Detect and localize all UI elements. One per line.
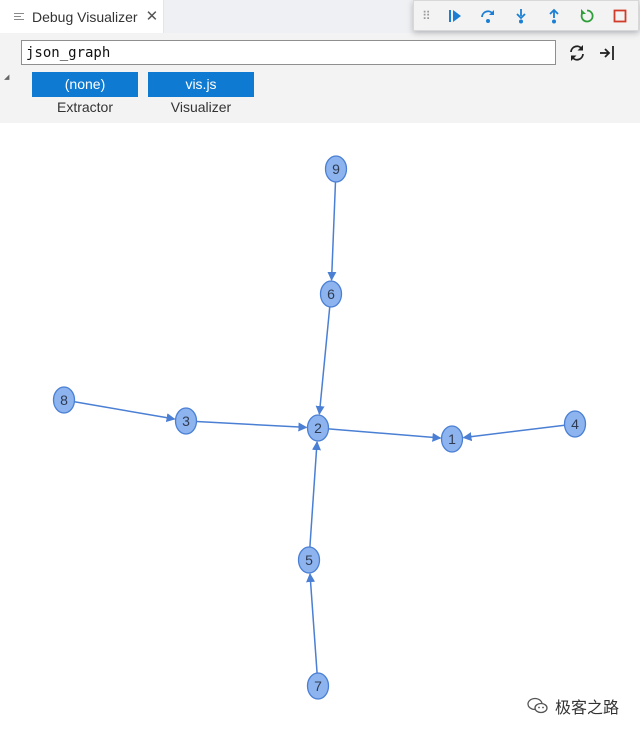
visualizer-selector: vis.js Visualizer: [148, 72, 254, 115]
debug-toolbar: ⠿: [413, 0, 639, 31]
stop-button[interactable]: [603, 2, 636, 30]
tab-debug-visualizer[interactable]: Debug Visualizer ✕: [0, 0, 164, 33]
collapse-triangle-icon[interactable]: ◢: [4, 74, 10, 81]
graph-canvas[interactable]: 9 6 2 8 3 1 4 5 7: [0, 123, 640, 734]
refresh-button[interactable]: [565, 42, 589, 64]
node-shape[interactable]: [306, 672, 330, 700]
watermark: 极客之路: [527, 694, 619, 718]
edge-6-to-2[interactable]: [315, 306, 331, 415]
node-label: 6: [327, 286, 335, 302]
graph-node-7[interactable]: 7: [306, 672, 330, 700]
graph-node-2[interactable]: 2: [306, 414, 330, 442]
edge-7-to-5[interactable]: [306, 573, 318, 674]
open-in-panel-button[interactable]: [595, 42, 619, 64]
edge-2-to-1[interactable]: [328, 428, 442, 442]
extractor-label: Extractor: [56, 99, 113, 115]
edge-9-to-6[interactable]: [327, 181, 337, 281]
visualizer-button[interactable]: vis.js: [148, 72, 254, 97]
node-label: 2: [314, 420, 322, 436]
step-over-button[interactable]: [471, 2, 504, 30]
step-out-button[interactable]: [537, 2, 570, 30]
restart-button[interactable]: [570, 2, 603, 30]
node-shape[interactable]: [306, 414, 330, 442]
graph-node-1[interactable]: 1: [440, 425, 464, 453]
sign-in-icon: [600, 46, 614, 60]
edge-5-to-2[interactable]: [309, 441, 321, 548]
graph-node-5[interactable]: 5: [297, 546, 321, 574]
visualizer-label: Visualizer: [170, 99, 232, 115]
tab-title: Debug Visualizer: [32, 8, 138, 25]
continue-button[interactable]: [438, 2, 471, 30]
step-into-button[interactable]: [504, 2, 537, 30]
graph-node-8[interactable]: 8: [52, 386, 76, 414]
node-shape[interactable]: [324, 155, 348, 183]
drag-handle-icon[interactable]: ⠿: [422, 8, 432, 23]
extractor-button[interactable]: (none): [32, 72, 138, 97]
node-label: 7: [314, 678, 322, 694]
graph-svg[interactable]: 9 6 2 8 3 1 4 5 7: [0, 123, 640, 734]
edge-3-to-2[interactable]: [196, 420, 308, 432]
node-label: 4: [571, 416, 579, 432]
refresh-icon: [570, 45, 584, 61]
close-icon[interactable]: ✕: [145, 8, 159, 25]
node-label: 8: [60, 392, 68, 408]
watermark-text: 极客之路: [555, 700, 620, 717]
stop-icon: [613, 9, 626, 22]
wechat-icon: [527, 697, 548, 714]
edge-8-to-3[interactable]: [74, 401, 176, 423]
graph-node-4[interactable]: 4: [563, 410, 587, 438]
graph-node-9[interactable]: 9: [324, 155, 348, 183]
extractor-selector: (none) Extractor: [32, 72, 138, 115]
node-shape[interactable]: [440, 425, 464, 453]
node-shape[interactable]: [52, 386, 76, 414]
restart-icon: [580, 8, 593, 22]
expression-input[interactable]: [21, 40, 556, 65]
step-into-icon: [515, 8, 526, 23]
visualizer-controls: ◢ (none) Extractor vis.js Visualizer: [0, 33, 640, 123]
graph-node-6[interactable]: 6: [319, 280, 343, 308]
continue-icon: [448, 9, 461, 22]
node-shape[interactable]: [319, 280, 343, 308]
step-over-icon: [480, 9, 494, 23]
step-out-icon: [548, 8, 559, 23]
node-label: 3: [182, 413, 190, 429]
document-icon: [14, 13, 24, 20]
node-label: 1: [448, 431, 456, 447]
node-shape[interactable]: [297, 546, 321, 574]
node-shape[interactable]: [563, 410, 587, 438]
node-label: 5: [305, 552, 313, 568]
node-label: 9: [332, 161, 340, 177]
edge-4-to-1[interactable]: [462, 424, 565, 442]
graph-node-3[interactable]: 3: [174, 407, 198, 435]
node-shape[interactable]: [174, 407, 198, 435]
